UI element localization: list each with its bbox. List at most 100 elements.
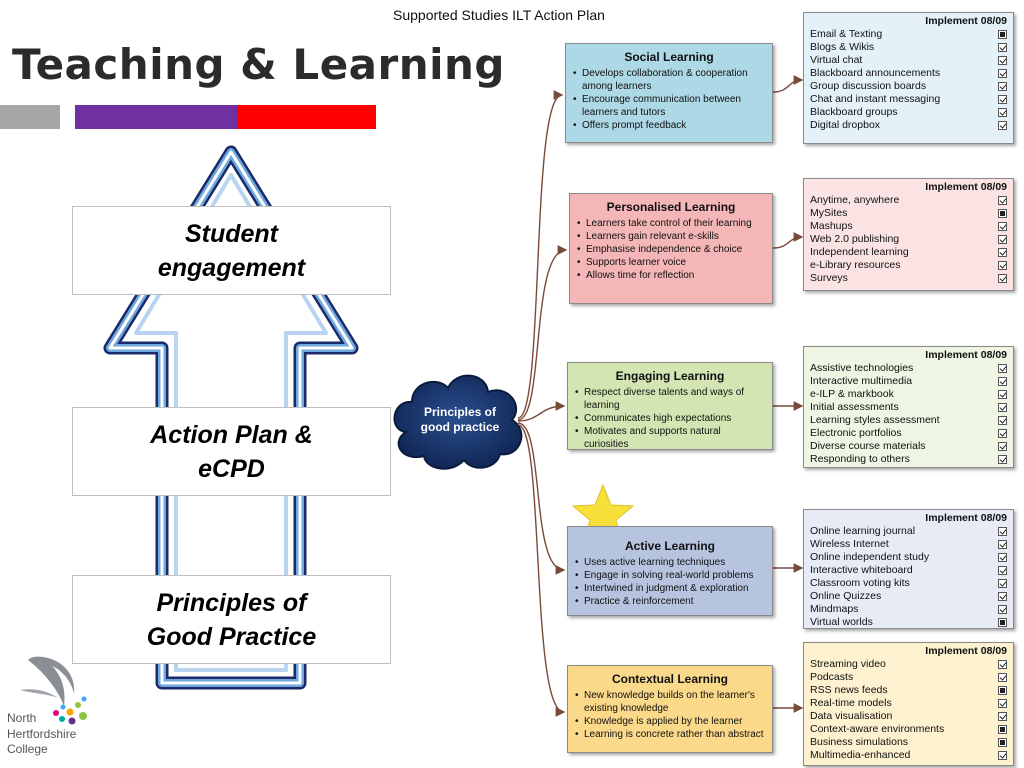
checked-box-icon [998,712,1007,721]
checked-box-icon [998,377,1007,386]
implement-item: Diverse course materials [810,440,1007,453]
category-point: Develops collaboration & cooperation amo… [572,67,766,93]
implement-item-label: Online Quizzes [810,590,882,602]
implement-item: Data visualisation [810,710,1007,723]
crossed-box-icon [998,738,1007,747]
implement-item: Mindmaps [810,603,1007,616]
connector-social-impl [772,75,804,93]
connector-social [517,90,564,419]
category-point: Practice & reinforcement [574,595,766,608]
checked-box-icon [998,56,1007,65]
crossed-box-icon [998,686,1007,695]
implement-item-label: RSS news feeds [810,684,888,696]
implement-item-label: Blogs & Wikis [810,41,875,53]
category-points: Learners take control of their learningL… [576,217,766,282]
crossed-box-icon [998,30,1007,39]
category-title: Social Learning [624,50,714,64]
connector-engaging [517,401,566,422]
checked-box-icon [998,455,1007,464]
implement-item-label: e-ILP & markbook [810,388,894,400]
category-point: Uses active learning techniques [574,556,766,569]
implement-item-label: Responding to others [810,453,910,465]
checked-box-icon [998,566,1007,575]
category-title: Contextual Learning [611,672,728,686]
implement-item: Blackboard groups [810,106,1007,119]
implement-item: Online Quizzes [810,590,1007,603]
category-personalised-learning: Personalised Learning Learners take cont… [569,193,773,304]
checked-box-icon [998,390,1007,399]
implement-item: Interactive multimedia [810,375,1007,388]
implement-item: Podcasts [810,671,1007,684]
crossed-box-icon [998,725,1007,734]
implement-item-label: Context-aware environments [810,723,945,735]
stage-student-engagement: Student engagement [72,206,391,295]
implement-item-label: Interactive whiteboard [810,564,913,576]
checked-box-icon [998,751,1007,760]
crossed-box-icon [998,618,1007,627]
implement-item: Digital dropbox [810,119,1007,132]
checked-box-icon [998,592,1007,601]
implement-item: Anytime, anywhere [810,194,1007,207]
category-point: Offers prompt feedback [572,119,766,132]
implement-item-label: Blackboard groups [810,106,898,118]
checked-box-icon [998,274,1007,283]
hub-cloud-label: Principles of good practice [420,405,500,434]
implement-item: Virtual chat [810,54,1007,67]
accent-bar-purple [75,105,237,129]
implement-item: MySites [810,207,1007,220]
implement-item: Initial assessments [810,401,1007,414]
checked-box-icon [998,660,1007,669]
category-title: Active Learning [624,539,716,553]
category-point: Communicates high expectations [574,412,766,425]
implement-item-label: Online independent study [810,551,930,563]
implement-item: Learning styles assessment [810,414,1007,427]
category-point: Encourage communication between learners… [572,93,766,119]
implement-header: Implement 08/09 [925,512,1007,524]
implement-item-label: Data visualisation [810,710,893,722]
implement-item-label: Real-time models [810,697,892,709]
implement-item: Blogs & Wikis [810,41,1007,54]
category-point: Knowledge is applied by the learner [574,715,766,728]
checked-box-icon [998,69,1007,78]
implement-item: Wireless Internet [810,538,1007,551]
implement-item-label: Group discussion boards [810,80,927,92]
checked-box-icon [998,108,1007,117]
checked-box-icon [998,673,1007,682]
category-title: Personalised Learning [606,200,736,214]
implement-item: Real-time models [810,697,1007,710]
checked-box-icon [998,261,1007,270]
checked-box-icon [998,95,1007,104]
implement-item-label: Wireless Internet [810,538,889,550]
category-point: Emphasise independence & choice [576,243,766,256]
implement-item-label: Diverse course materials [810,440,926,452]
checked-box-icon [998,121,1007,130]
implement-item-label: Business simulations [810,736,909,748]
implement-item: Chat and instant messaging [810,93,1007,106]
implement-item-label: Assistive technologies [810,362,914,374]
implement-header: Implement 08/09 [925,645,1007,657]
accent-bar-gray [0,105,60,129]
checked-box-icon [998,235,1007,244]
connector-personalised [517,245,568,421]
action-plan-title: Supported Studies ILT Action Plan [393,7,605,23]
implement-item-label: Learning styles assessment [810,414,940,426]
checked-box-icon [998,82,1007,91]
stage-action-plan-ecpd: Action Plan & eCPD [72,407,391,496]
implement-header: Implement 08/09 [925,349,1007,361]
implement-item-label: Streaming video [810,658,886,670]
implement-item: Context-aware environments [810,723,1007,736]
implement-item-label: Digital dropbox [810,119,881,131]
implement-item: e-Library resources [810,259,1007,272]
category-point: Engage in solving real-world problems [574,569,766,582]
category-point: Supports learner voice [576,256,766,269]
checked-box-icon [998,222,1007,231]
checked-box-icon [998,248,1007,257]
category-title: Engaging Learning [615,369,725,383]
